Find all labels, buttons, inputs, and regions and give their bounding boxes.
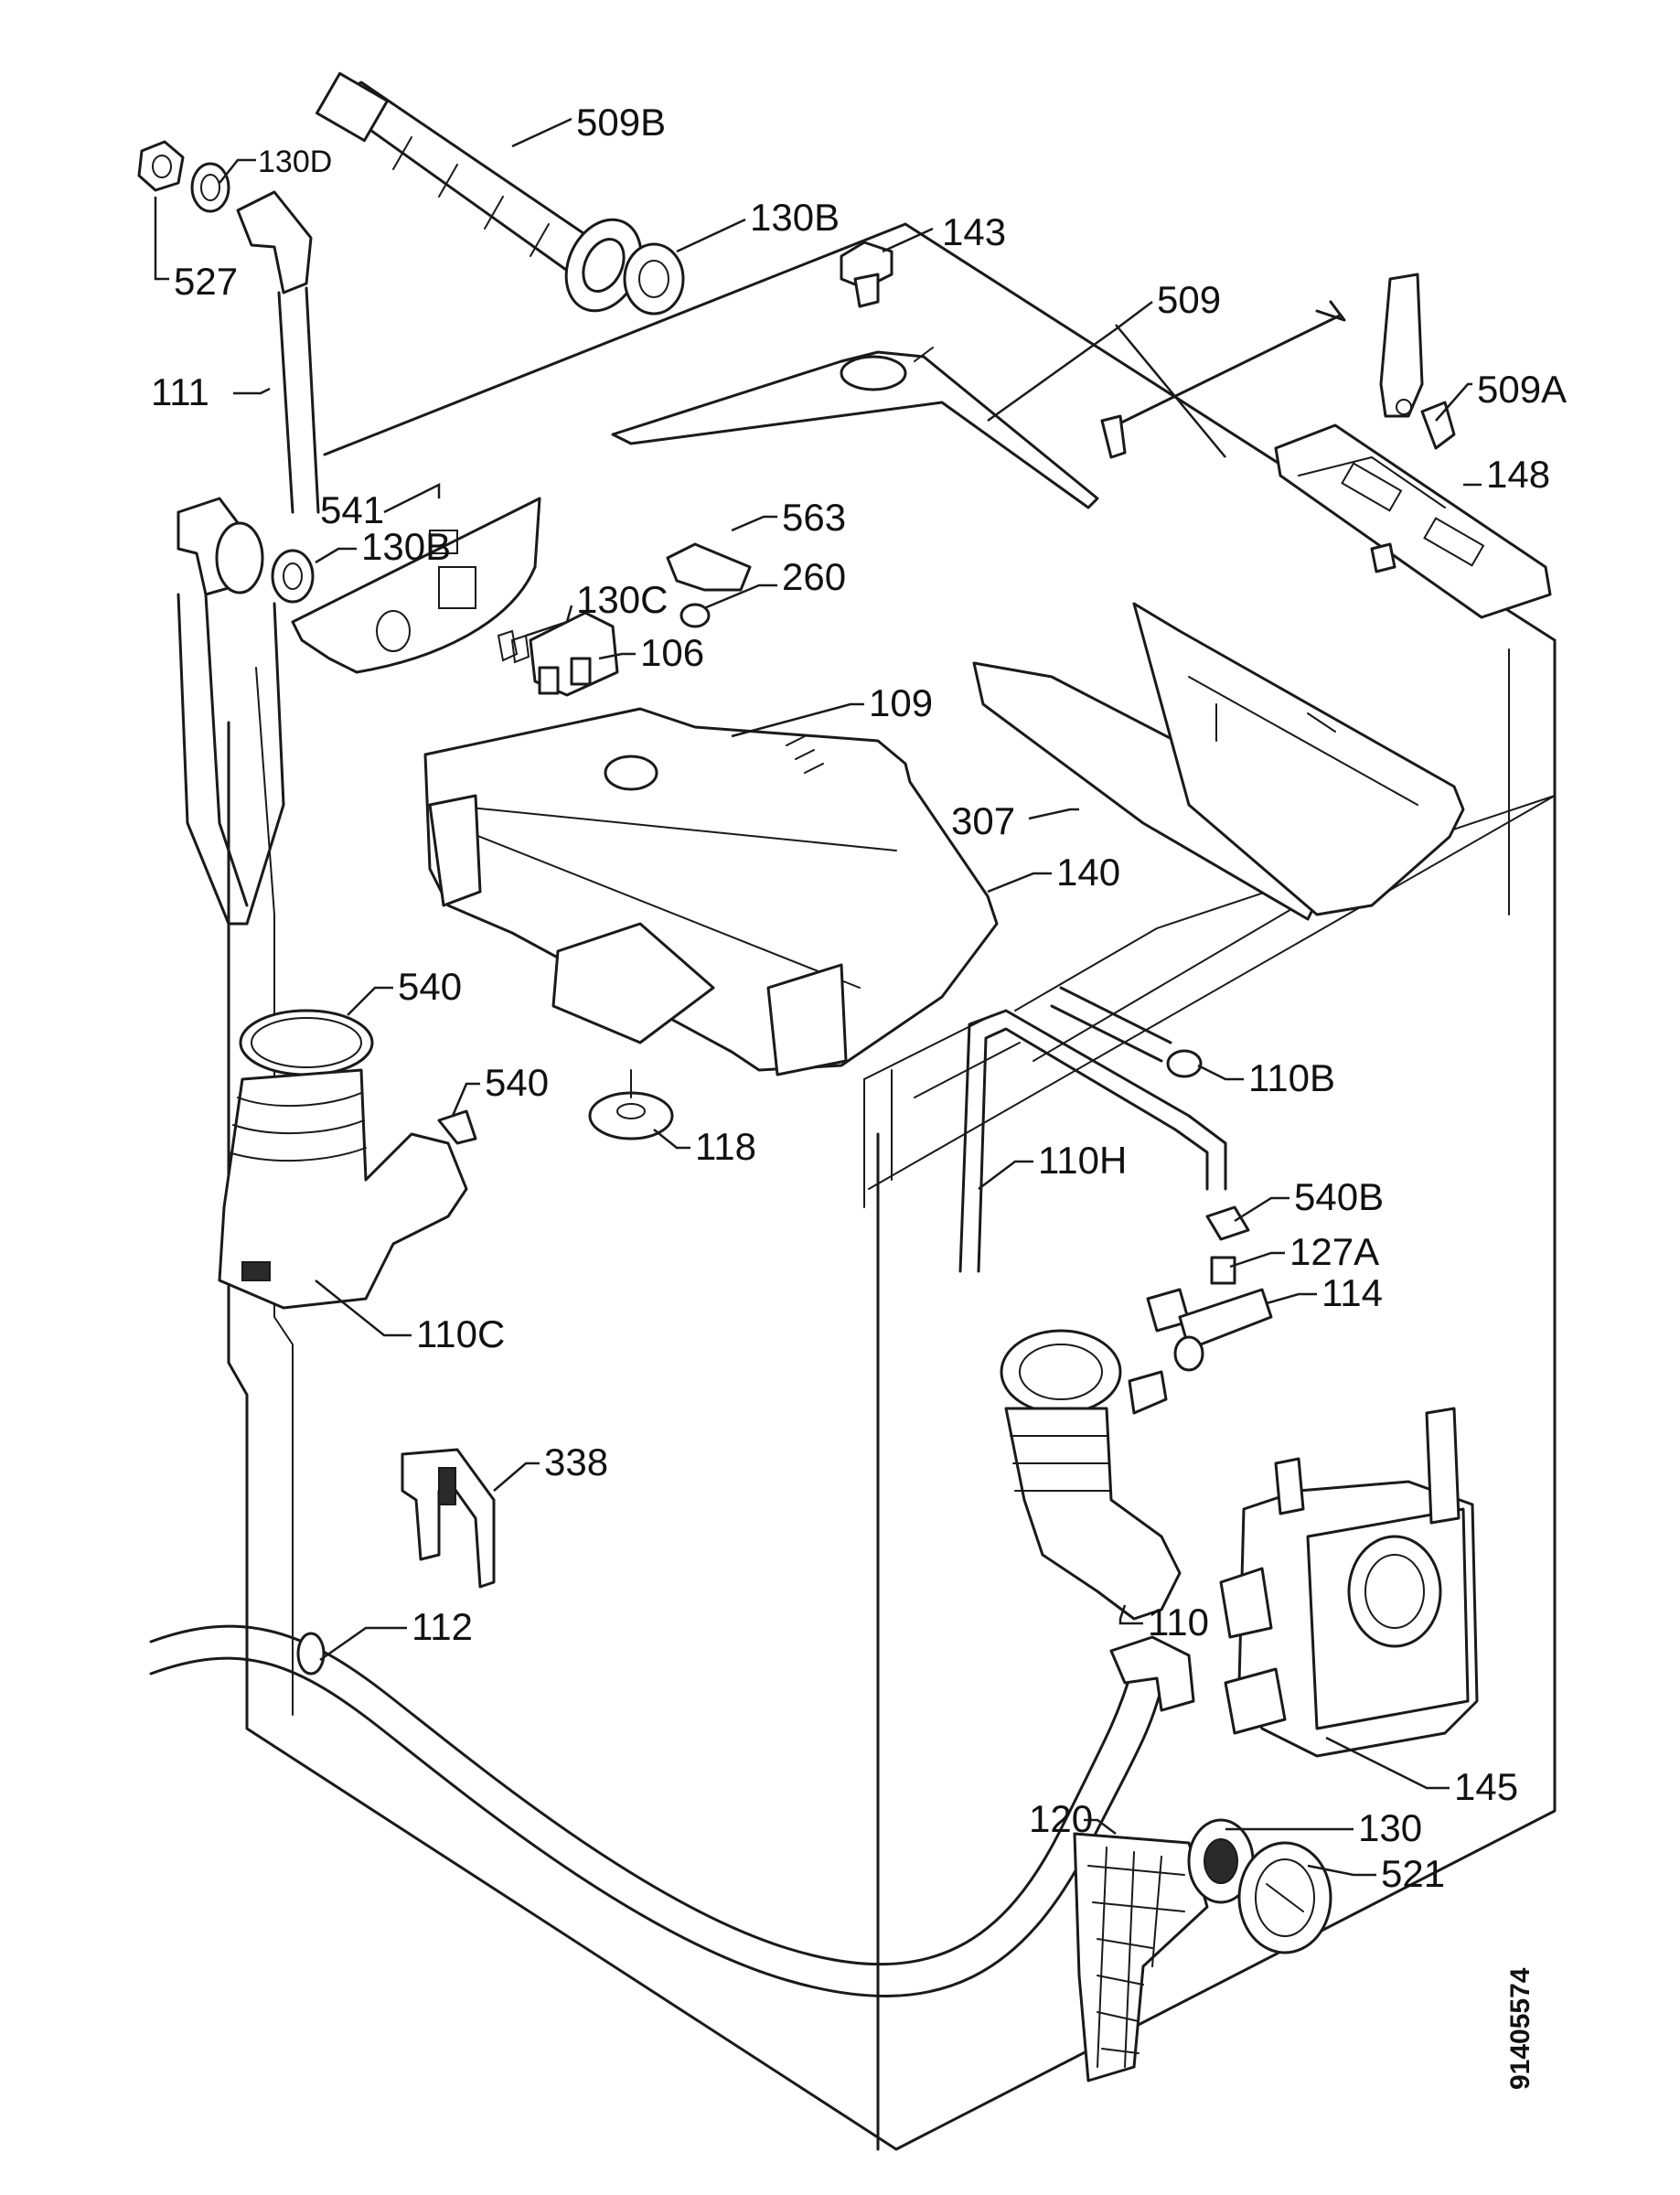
washer-130d xyxy=(190,162,230,213)
hose-110h xyxy=(958,1009,1227,1273)
pressure-switch-114 xyxy=(1146,1288,1273,1372)
rod-509 xyxy=(1100,300,1346,459)
bellows-110 xyxy=(1000,1329,1182,1621)
label-145: 145 xyxy=(1454,1765,1518,1808)
label-541: 541 xyxy=(320,488,384,531)
document-number: 91405574 xyxy=(1505,1967,1536,2090)
label-509b: 509B xyxy=(576,101,666,144)
label-118: 118 xyxy=(695,1125,756,1168)
label-521: 521 xyxy=(1381,1852,1445,1895)
label-527: 527 xyxy=(174,260,238,303)
inlet-hose-111 xyxy=(177,190,320,926)
bellows-110c xyxy=(218,1068,468,1310)
label-127a: 127A xyxy=(1289,1230,1379,1273)
hook-338 xyxy=(401,1448,496,1589)
label-143: 143 xyxy=(942,210,1006,253)
label-110h: 110H xyxy=(1038,1139,1127,1182)
lever-509a xyxy=(1379,273,1456,450)
label-110c: 110C xyxy=(416,1312,505,1355)
label-130c: 130C xyxy=(576,578,668,621)
label-130d: 130D xyxy=(258,145,332,179)
hose-110b xyxy=(1050,986,1203,1078)
cap-521 xyxy=(1237,1841,1332,1954)
valve-106 xyxy=(529,611,619,697)
drawer-307 xyxy=(972,602,1465,921)
dispenser-top-148 xyxy=(1274,423,1552,619)
drain-hose-112 xyxy=(149,1624,1195,1997)
distributor-arm-509 xyxy=(611,347,1099,509)
label-110: 110 xyxy=(1148,1601,1209,1644)
label-109: 109 xyxy=(869,681,933,724)
clip-540b xyxy=(1205,1205,1250,1241)
label-112: 112 xyxy=(412,1605,473,1648)
tub-housing-109 xyxy=(423,707,999,1076)
label-540-a: 540 xyxy=(398,965,462,1008)
inlet-pipe-509b xyxy=(316,71,643,313)
label-110b: 110B xyxy=(1248,1056,1335,1099)
label-509: 509 xyxy=(1157,278,1221,321)
label-540b: 540B xyxy=(1294,1175,1384,1218)
label-307: 307 xyxy=(951,799,1015,842)
label-148: 148 xyxy=(1486,453,1550,496)
label-130: 130 xyxy=(1358,1806,1422,1849)
label-106: 106 xyxy=(640,631,704,674)
ring-130b-mid xyxy=(271,549,315,604)
ring-130 xyxy=(1187,1818,1255,1904)
clamp-540-b xyxy=(437,1109,477,1145)
label-563: 563 xyxy=(782,496,846,539)
label-338: 338 xyxy=(544,1440,608,1483)
label-140: 140 xyxy=(1056,851,1120,894)
label-120: 120 xyxy=(1029,1797,1093,1840)
label-260: 260 xyxy=(782,555,846,598)
label-540-b: 540 xyxy=(485,1061,549,1104)
part-labels: 509B 130D 527 130B 143 509 509A 111 148 … xyxy=(151,101,1567,1895)
nut-527 xyxy=(137,140,185,192)
label-111: 111 xyxy=(151,370,209,413)
disk-118 xyxy=(588,1069,674,1140)
label-509a: 509A xyxy=(1477,368,1567,411)
label-130b-top: 130B xyxy=(750,196,840,239)
pump-145 xyxy=(1219,1407,1479,1758)
connector-127a xyxy=(1210,1256,1236,1285)
ring-260 xyxy=(679,603,711,628)
spring-130c xyxy=(497,629,530,664)
knob-143 xyxy=(840,241,894,308)
leader-lines xyxy=(154,117,1482,1877)
filter-120 xyxy=(1073,1832,1209,2083)
label-130b-mid: 130B xyxy=(361,525,451,568)
plate-563 xyxy=(666,542,752,592)
label-114: 114 xyxy=(1322,1271,1383,1314)
ring-130b-top xyxy=(623,242,685,316)
clamp-540-a xyxy=(239,1009,374,1076)
bracket-541 xyxy=(291,497,541,674)
